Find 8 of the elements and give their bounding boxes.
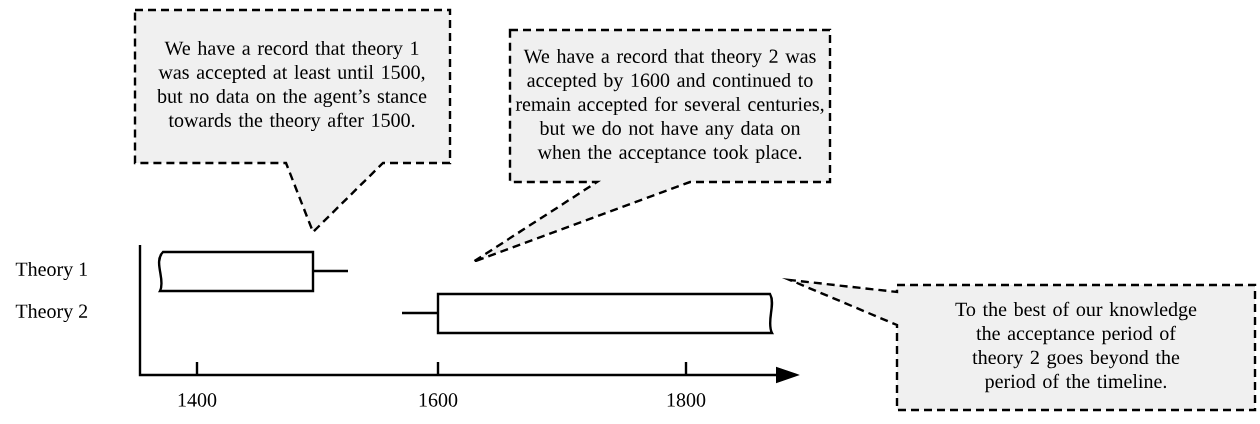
callout: To the best of our knowledge the acceptance period of theory 2 goes beyond the period of the timeline.	[781, 277, 1257, 412]
tick-label: 1800	[667, 393, 706, 407]
callout: We have a record that theory 1 was accepted at least until 1500, but no data on the agent’s stance towards the theory after 1500.	[133, 8, 452, 235]
tick-label: 1600	[419, 393, 458, 407]
row-label: Theory 2	[15, 303, 88, 323]
tick-label: 1400	[178, 393, 217, 407]
row-label: Theory 1	[15, 261, 87, 281]
callout: We have a record that theory 2 was accepted by 1600 and continued to remain accepted for several centuries, but we do not have any data on when the acceptance took place.	[463, 28, 832, 267]
